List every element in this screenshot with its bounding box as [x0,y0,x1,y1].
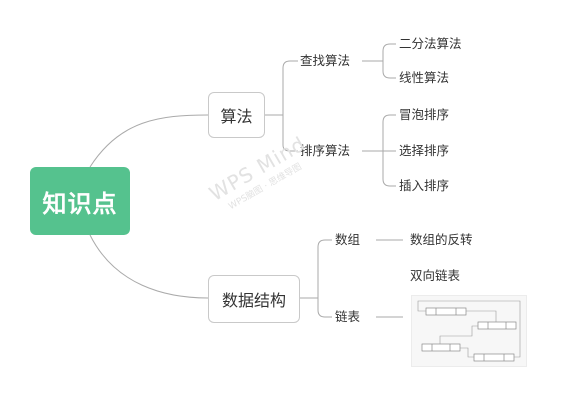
leaf-bubble-sort[interactable]: 冒泡排序 [399,107,450,122]
branch-node-algorithms[interactable]: 算法 [208,92,265,138]
connector-to-bubble [382,114,396,151]
linked-list-diagram-image[interactable] [411,295,527,367]
leaf-linear-search[interactable]: 线性算法 [399,70,450,85]
branch-node-data-structures[interactable]: 数据结构 [208,275,300,323]
connector-to-linear [382,61,396,79]
topic-linked-list[interactable]: 链表 [335,309,361,324]
connector-to-linked-list [317,298,332,318]
root-node[interactable]: 知识点 [30,167,130,235]
leaf-binary-search[interactable]: 二分法算法 [399,36,462,51]
connector-to-binary [382,43,396,61]
connector-to-array [317,239,332,298]
connector-to-insertion [382,151,396,187]
leaf-array-reverse[interactable]: 数组的反转 [410,232,473,247]
connector-root-algorithms [89,114,209,168]
branch-node-label: 数据结构 [221,291,286,310]
topic-array[interactable]: 数组 [335,232,361,247]
linked-list-diagram-drawing [417,300,521,362]
connector-to-sort [282,115,298,152]
connector-root-data-structures [89,234,209,299]
branch-node-label: 算法 [220,107,253,126]
leaf-doubly-linked-list[interactable]: 双向链表 [410,268,461,283]
connector-to-search [282,60,298,115]
leaf-selection-sort[interactable]: 选择排序 [399,143,450,158]
root-node-label: 知识点 [42,189,118,218]
topic-sort-algorithms[interactable]: 排序算法 [300,143,351,158]
topic-search-algorithms[interactable]: 查找算法 [300,53,351,68]
leaf-insertion-sort[interactable]: 插入排序 [399,178,450,193]
